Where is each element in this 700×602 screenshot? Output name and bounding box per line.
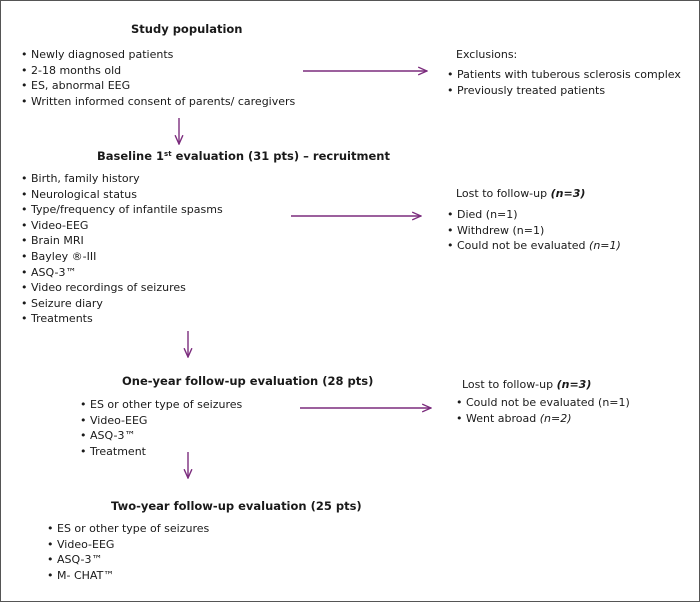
list-item: Treatment: [80, 444, 242, 460]
lost-to-follow-up-1-title: Lost to follow-up (n=3): [456, 186, 585, 201]
list-item: M- CHAT™: [47, 568, 209, 584]
list-item: ASQ-3™: [47, 552, 209, 568]
list-item: Written informed consent of parents/ car…: [21, 94, 295, 110]
list-item: Video-EEG: [21, 218, 223, 234]
baseline-title-rest: evaluation (31 pts) – recruitment: [171, 149, 390, 163]
list-item: Bayley ®-III: [21, 249, 223, 265]
list-item: Type/frequency of infantile spasms: [21, 202, 223, 218]
list-item: Died (n=1): [447, 207, 621, 223]
list-item: Went abroad (n=2): [456, 411, 630, 427]
list-item: Brain MRI: [21, 233, 223, 249]
study-population-title: Study population: [131, 22, 243, 36]
list-item: Newly diagnosed patients: [21, 47, 295, 63]
list-item: ES or other type of seizures: [47, 521, 209, 537]
study-population-list: Newly diagnosed patients 2-18 months old…: [21, 47, 295, 109]
list-item: Neurological status: [21, 187, 223, 203]
list-item: Could not be evaluated (n=1): [447, 238, 621, 254]
exclusions-title: Exclusions:: [456, 48, 518, 61]
list-item: Seizure diary: [21, 296, 223, 312]
two-year-list: ES or other type of seizures Video-EEG A…: [47, 521, 209, 583]
baseline-title: Baseline 1st evaluation (31 pts) – recru…: [97, 149, 390, 164]
lost-1-title-text: Lost to follow-up: [456, 187, 548, 200]
one-year-list: ES or other type of seizures Video-EEG A…: [80, 397, 242, 459]
list-item: 2-18 months old: [21, 63, 295, 79]
baseline-title-sup: st: [164, 150, 172, 158]
lost-2-title-n: (n=3): [556, 378, 592, 391]
exclusions-list: Patients with tuberous sclerosis complex…: [447, 67, 681, 98]
list-item: Video-EEG: [47, 537, 209, 553]
lost-to-follow-up-1-list: Died (n=1) Withdrew (n=1) Could not be e…: [447, 207, 621, 254]
two-year-title: Two-year follow-up evaluation (25 pts): [111, 499, 362, 513]
lost-to-follow-up-2-list: Could not be evaluated (n=1) Went abroad…: [456, 395, 630, 426]
list-item: ES or other type of seizures: [80, 397, 242, 413]
baseline-list: Birth, family history Neurological statu…: [21, 171, 223, 327]
lost-to-follow-up-2-title: Lost to follow-up (n=3): [462, 377, 591, 392]
list-item: Could not be evaluated (n=1): [456, 395, 630, 411]
list-item: Patients with tuberous sclerosis complex: [447, 67, 681, 83]
list-item: ES, abnormal EEG: [21, 78, 295, 94]
list-item: ASQ-3™: [21, 265, 223, 281]
list-item: Birth, family history: [21, 171, 223, 187]
one-year-title: One-year follow-up evaluation (28 pts): [122, 374, 374, 388]
list-item: Previously treated patients: [447, 83, 681, 99]
list-item: Video-EEG: [80, 413, 242, 429]
list-item: Video recordings of seizures: [21, 280, 223, 296]
lost-1-title-n: (n=3): [550, 187, 586, 200]
list-item: ASQ-3™: [80, 428, 242, 444]
list-item: Withdrew (n=1): [447, 223, 621, 239]
lost-2-title-text: Lost to follow-up: [462, 378, 557, 391]
baseline-title-text: Baseline 1: [97, 149, 165, 163]
list-item: Treatments: [21, 311, 223, 327]
